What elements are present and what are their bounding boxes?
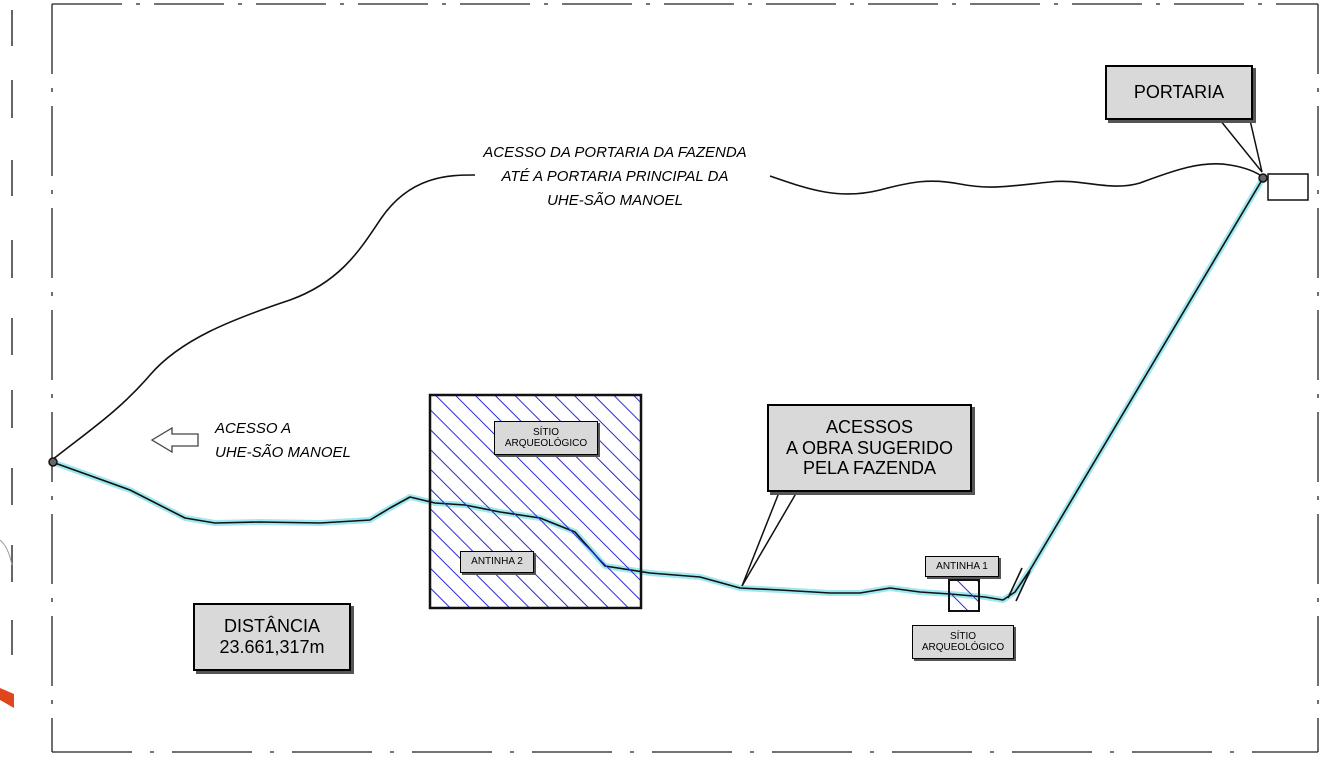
antinha-1-label: ANTINHA 1 xyxy=(925,556,999,577)
sitio-2-line-1: SÍTIO xyxy=(949,630,977,642)
sitio-2-line-2: ARQUEOLÓGICO xyxy=(921,642,1005,653)
acesso-fazenda-line-3: UHE-SÃO MANOEL xyxy=(547,192,683,209)
distancia-value: 23.661,317m xyxy=(219,637,325,657)
suggested-access-glow xyxy=(50,178,1265,603)
portaria-text: PORTARIA xyxy=(1133,82,1225,103)
acessos-obra-line-3: PELA FAZENDA xyxy=(802,458,937,479)
arrow-left-icon xyxy=(150,426,199,454)
acessos-pointer xyxy=(741,489,799,587)
portaria-building xyxy=(1267,173,1309,201)
suggested-access-road xyxy=(51,179,1263,601)
sitio-2-label: SÍTIO ARQUEOLÓGICO xyxy=(912,625,1014,659)
acesso-fazenda-line-2: ATÉ A PORTARIA PRINCIPAL DA xyxy=(501,168,729,185)
sitio-1-line-1: SÍTIO xyxy=(532,426,560,438)
distancia-label: DISTÂNCIA 23.661,317m xyxy=(193,603,351,671)
acessos-obra-line-1: ACESSOS xyxy=(825,416,914,437)
end-node xyxy=(1258,173,1268,183)
sitio-arqueologico-small xyxy=(948,579,980,612)
portaria-label: PORTARIA xyxy=(1105,65,1253,120)
orange-fragment xyxy=(0,688,14,708)
antinha-1-text: ANTINHA 1 xyxy=(936,560,988,572)
acesso-uhe-line-2: UHE-SÃO MANOEL xyxy=(215,444,351,461)
sitio-1-line-2: ARQUEOLÓGICO xyxy=(504,438,588,449)
upper-access-road xyxy=(51,163,1265,461)
antinha-2-text: ANTINHA 2 xyxy=(471,556,523,568)
start-node xyxy=(48,457,58,467)
break-mark xyxy=(1007,567,1031,602)
gray-fragment xyxy=(0,539,13,566)
acessos-obra-line-2: A OBRA SUGERIDO xyxy=(785,437,954,458)
acesso-uhe-text: ACESSO A UHE-SÃO MANOEL xyxy=(215,417,385,465)
acessos-obra-label: ACESSOS A OBRA SUGERIDO PELA FAZENDA xyxy=(767,404,972,492)
acesso-fazenda-text: ACESSO DA PORTARIA DA FAZENDA ATÉ A PORT… xyxy=(440,141,790,213)
frame xyxy=(51,3,1319,753)
acesso-uhe-line-1: ACESSO A xyxy=(215,420,292,437)
distancia-title: DISTÂNCIA xyxy=(223,616,320,637)
portaria-pointer xyxy=(1219,119,1263,173)
acesso-fazenda-line-1: ACESSO DA PORTARIA DA FAZENDA xyxy=(483,144,747,161)
sitio-1-label: SÍTIO ARQUEOLÓGICO xyxy=(494,421,598,455)
antinha-2-label: ANTINHA 2 xyxy=(460,551,534,573)
